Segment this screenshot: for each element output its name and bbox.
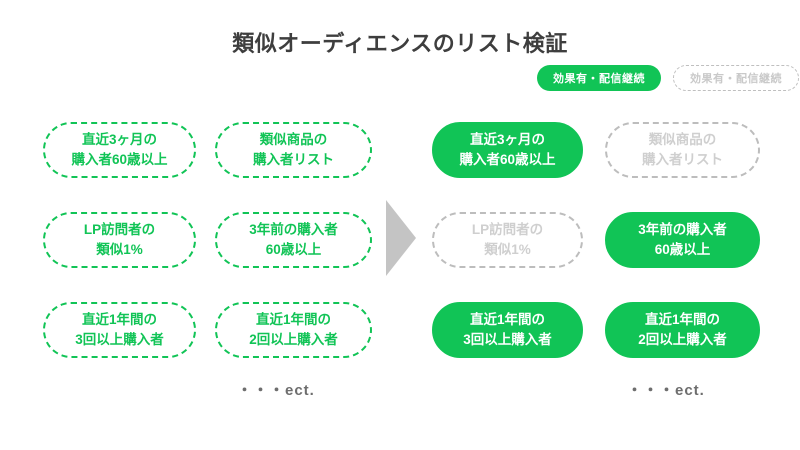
left-pill-1[interactable]: 直近3ヶ月の 購入者60歳以上: [43, 122, 196, 178]
left-pill-3-line1: LP訪問者の: [83, 222, 156, 238]
triangle-right-icon: [386, 200, 416, 276]
left-pill-3-line2: 類似1%: [96, 242, 143, 257]
left-pill-5[interactable]: 直近1年間の 3回以上購入者: [43, 302, 196, 358]
legend-badge-active: 効果有・配信継続: [537, 65, 661, 91]
right-ect-label: ・・・ect.: [627, 382, 705, 399]
right-pill-3-line1: LP訪問者の: [471, 222, 544, 238]
left-pill-6-line1: 直近1年間の: [255, 312, 331, 328]
right-pill-4[interactable]: 3年前の購入者 60歳以上: [605, 212, 760, 268]
right-pill-1-line1: 直近3ヶ月の: [469, 132, 545, 148]
left-pill-1-line1: 直近3ヶ月の: [81, 132, 157, 148]
left-pill-4[interactable]: 3年前の購入者 60歳以上: [215, 212, 372, 268]
left-pill-1-line2: 購入者60歳以上: [71, 152, 168, 167]
left-pill-3[interactable]: LP訪問者の 類似1%: [43, 212, 196, 268]
right-pill-4-line1: 3年前の購入者: [638, 222, 727, 238]
left-pill-5-line2: 3回以上購入者: [75, 332, 164, 347]
left-pill-2-line2: 購入者リスト: [253, 152, 334, 167]
left-pill-2-line1: 類似商品の: [259, 132, 328, 148]
right-pill-5-line1: 直近1年間の: [469, 312, 545, 328]
left-pill-4-line2: 60歳以上: [265, 242, 322, 257]
right-pill-6-line2: 2回以上購入者: [638, 332, 727, 347]
right-pill-5-line2: 3回以上購入者: [463, 332, 552, 347]
left-pill-2[interactable]: 類似商品の 購入者リスト: [215, 122, 372, 178]
right-pill-2[interactable]: 類似商品の 購入者リスト: [605, 122, 760, 178]
right-pill-3[interactable]: LP訪問者の 類似1%: [432, 212, 583, 268]
right-pill-6[interactable]: 直近1年間の 2回以上購入者: [605, 302, 760, 358]
right-pill-1[interactable]: 直近3ヶ月の 購入者60歳以上: [432, 122, 583, 178]
left-pill-6-line2: 2回以上購入者: [249, 332, 338, 347]
legend: 効果有・配信継続 効果有・配信継続: [537, 65, 799, 91]
right-pill-2-line2: 購入者リスト: [642, 152, 723, 167]
left-pill-4-line1: 3年前の購入者: [249, 222, 338, 238]
left-ect-label: ・・・ect.: [237, 382, 315, 399]
legend-badge-inactive: 効果有・配信継続: [673, 65, 799, 91]
left-pill-6[interactable]: 直近1年間の 2回以上購入者: [215, 302, 372, 358]
right-pill-2-line1: 類似商品の: [648, 132, 717, 148]
left-pill-5-line1: 直近1年間の: [81, 312, 157, 328]
right-pill-1-line2: 購入者60歳以上: [459, 152, 556, 167]
right-pill-5[interactable]: 直近1年間の 3回以上購入者: [432, 302, 583, 358]
right-pill-4-line2: 60歳以上: [654, 242, 711, 257]
right-pill-3-line2: 類似1%: [484, 242, 531, 257]
page-title: 類似オーディエンスのリスト検証: [232, 31, 568, 56]
right-pill-6-line1: 直近1年間の: [644, 312, 720, 328]
